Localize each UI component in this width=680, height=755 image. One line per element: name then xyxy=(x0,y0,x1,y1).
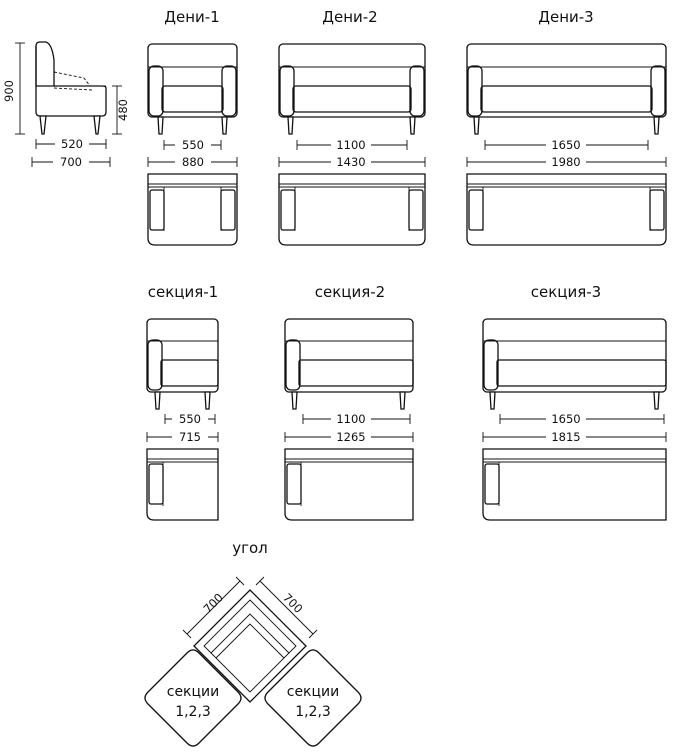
corner-dim-right: 700 xyxy=(280,590,305,615)
corner-left-label-line2: 1,2,3 xyxy=(175,704,211,720)
seat-depth-label: 520 xyxy=(61,137,83,151)
corner-right-label-line2: 1,2,3 xyxy=(295,704,331,720)
section-title: секция-2 xyxy=(315,283,385,301)
section-title: секция-3 xyxy=(531,283,601,301)
height-total-label: 900 xyxy=(2,80,16,102)
seat-width-label: 550 xyxy=(179,412,201,426)
corner-unit: угол 700 700 секции 1,2,3 секции 1,2,3 xyxy=(144,539,362,747)
section-title: секция-1 xyxy=(148,283,218,301)
corner-left-label-line1: секции xyxy=(167,684,220,700)
sofa-title: Дени-1 xyxy=(164,8,219,26)
sofa-deni-2: Дени-2 1100 1430 xyxy=(278,8,426,246)
sofa-deni-1: Дени-1 550 880 xyxy=(147,8,238,246)
corner-title: угол xyxy=(232,539,268,557)
total-width-label: 715 xyxy=(179,430,201,444)
section-2: секция-2 1100 1265 xyxy=(284,283,414,521)
total-width-label: 1265 xyxy=(336,430,365,444)
corner-dim-left: 700 xyxy=(200,590,225,615)
corner-right-label-line1: секции xyxy=(287,684,340,700)
seat-width-label: 1650 xyxy=(551,412,580,426)
seat-width-label: 1650 xyxy=(551,138,580,152)
total-width-label: 880 xyxy=(182,155,204,169)
seat-height-label: 480 xyxy=(116,99,130,121)
sofa-deni-3: Дени-3 1650 1980 xyxy=(466,8,667,246)
seat-width-label: 1100 xyxy=(336,138,365,152)
side-view: 900 480 520 700 xyxy=(2,41,130,169)
seat-width-label: 1100 xyxy=(336,412,365,426)
section-3: секция-3 1650 1815 xyxy=(482,283,667,521)
total-width-label: 1980 xyxy=(551,155,580,169)
sofa-title: Дени-2 xyxy=(322,8,377,26)
total-width-label: 1815 xyxy=(551,430,580,444)
total-depth-label: 700 xyxy=(60,155,82,169)
total-width-label: 1430 xyxy=(336,155,365,169)
seat-width-label: 550 xyxy=(182,138,204,152)
section-1: секция-1 550 715 xyxy=(146,283,219,521)
sofa-title: Дени-3 xyxy=(538,8,593,26)
